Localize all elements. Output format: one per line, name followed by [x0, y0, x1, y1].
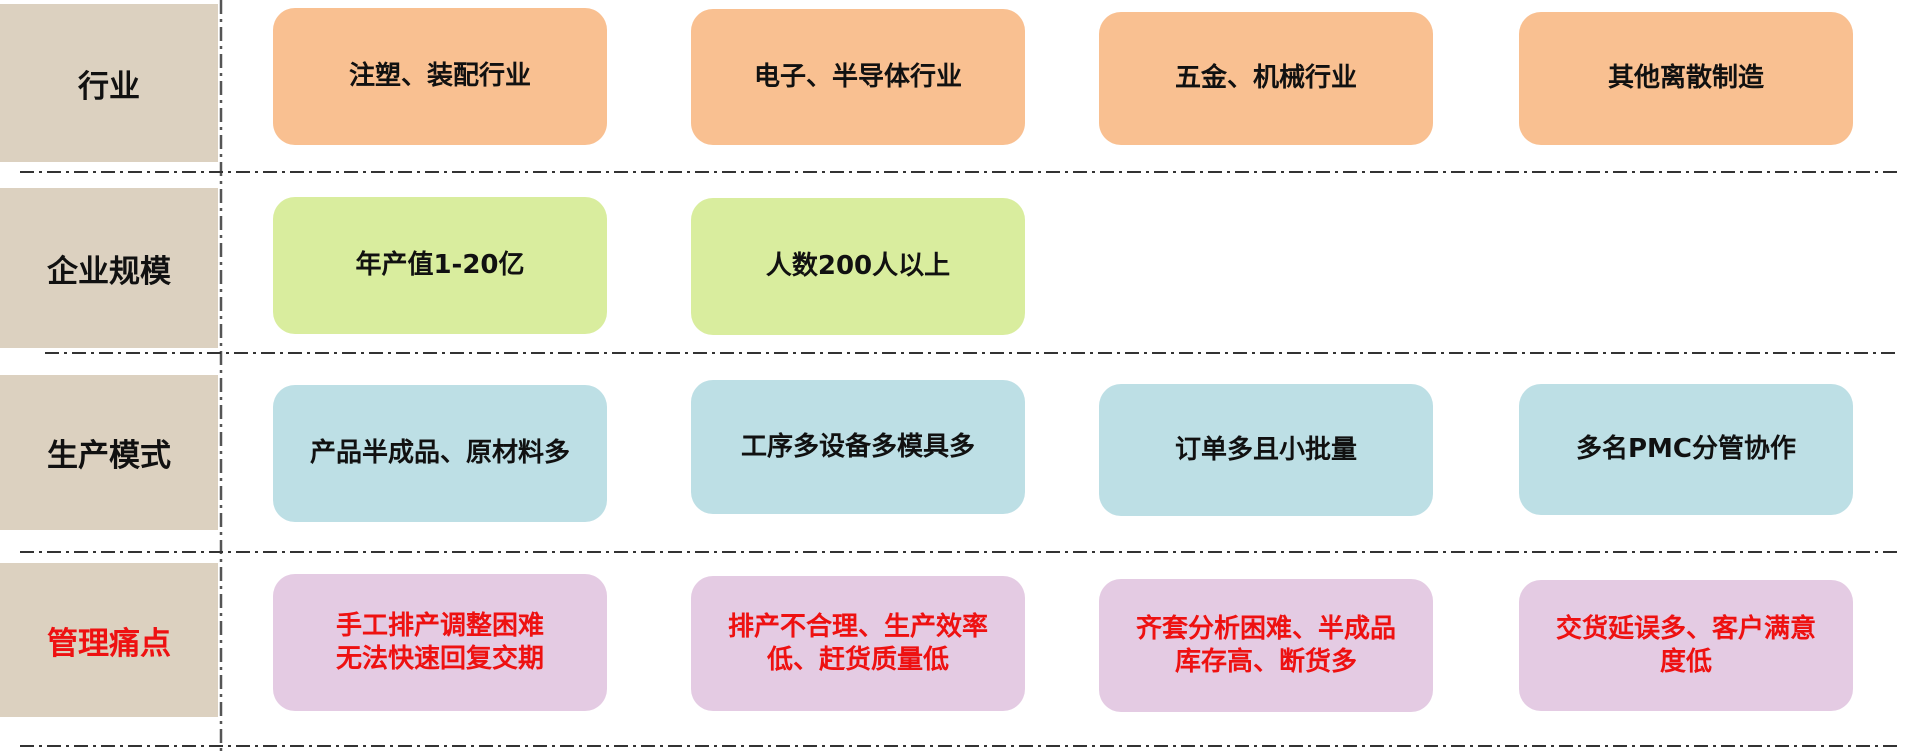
pain-point-card: 交货延误多、客户满意 度低: [1519, 580, 1853, 711]
industry-card: 其他离散制造: [1519, 12, 1853, 145]
scale-card: 年产值1-20亿: [273, 197, 607, 334]
industry-card: 五金、机械行业: [1099, 12, 1433, 145]
mode-card: 产品半成品、原材料多: [273, 385, 607, 522]
industry-card: 电子、半导体行业: [691, 9, 1025, 145]
row-header-industry: 行业: [0, 4, 218, 162]
row-header-management-pain-points: 管理痛点: [0, 563, 218, 717]
mode-card: 订单多且小批量: [1099, 384, 1433, 516]
row-header-company-scale: 企业规模: [0, 188, 218, 348]
mode-card: 多名PMC分管协作: [1519, 384, 1853, 515]
industry-card: 注塑、装配行业: [273, 8, 607, 145]
pain-point-card: 排产不合理、生产效率 低、赶货质量低: [691, 576, 1025, 711]
mode-card: 工序多设备多模具多: [691, 380, 1025, 514]
row-header-production-mode: 生产模式: [0, 375, 218, 530]
scale-card: 人数200人以上: [691, 198, 1025, 335]
pain-point-card: 手工排产调整困难 无法快速回复交期: [273, 574, 607, 711]
pain-point-card: 齐套分析困难、半成品 库存高、断货多: [1099, 579, 1433, 712]
